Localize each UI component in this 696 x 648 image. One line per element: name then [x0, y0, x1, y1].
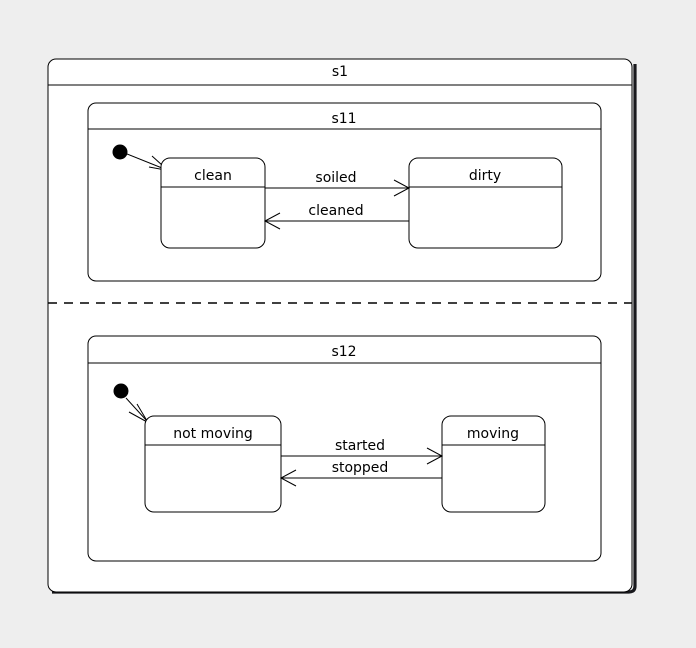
transition-cleaned-arrow-head-icon: [263, 212, 281, 230]
initial-state-circle: [113, 383, 129, 399]
transition-stopped-arrow-head-icon: [279, 469, 297, 487]
s1-title: s1: [332, 64, 348, 80]
transition-started-label: started: [335, 438, 385, 454]
initial-state-circle: [112, 144, 128, 160]
transition-started-arrow-head-icon: [426, 447, 444, 465]
s11-title: s11: [331, 111, 356, 127]
region-s12[interactable]: s12 not moving moving started: [87, 335, 602, 562]
state-clean-outline: [160, 157, 266, 249]
s1-drop-shadow: [52, 64, 637, 594]
s11-initial-transition-line: [126, 153, 168, 171]
state-dirty[interactable]: dirty: [408, 157, 563, 249]
state-not-moving-outline: [144, 415, 282, 513]
state-moving-label: moving: [467, 426, 519, 442]
transition-cleaned-label: cleaned: [308, 203, 363, 219]
state-not-moving[interactable]: not moving: [144, 415, 282, 513]
state-clean-label: clean: [194, 168, 232, 184]
s12-initial-transition-line: [125, 397, 148, 422]
state-moving[interactable]: moving: [441, 415, 546, 513]
s12-title: s12: [331, 344, 356, 360]
transition-stopped[interactable]: stopped: [279, 460, 442, 487]
transition-cleaned[interactable]: cleaned: [263, 203, 409, 230]
region-s11[interactable]: s11 clean dirty soiled c: [87, 102, 602, 282]
transition-started[interactable]: started: [281, 438, 444, 465]
s11-initial-pseudostate[interactable]: [112, 144, 170, 172]
state-moving-outline: [441, 415, 546, 513]
state-not-moving-label: not moving: [173, 426, 253, 442]
state-clean[interactable]: clean: [160, 157, 266, 249]
transition-soiled-label: soiled: [315, 170, 356, 186]
state-dirty-outline: [408, 157, 563, 249]
state-dirty-label: dirty: [469, 168, 501, 184]
transition-soiled-arrow-head-icon: [393, 179, 411, 197]
transition-soiled[interactable]: soiled: [265, 170, 411, 197]
transition-stopped-label: stopped: [332, 460, 389, 476]
